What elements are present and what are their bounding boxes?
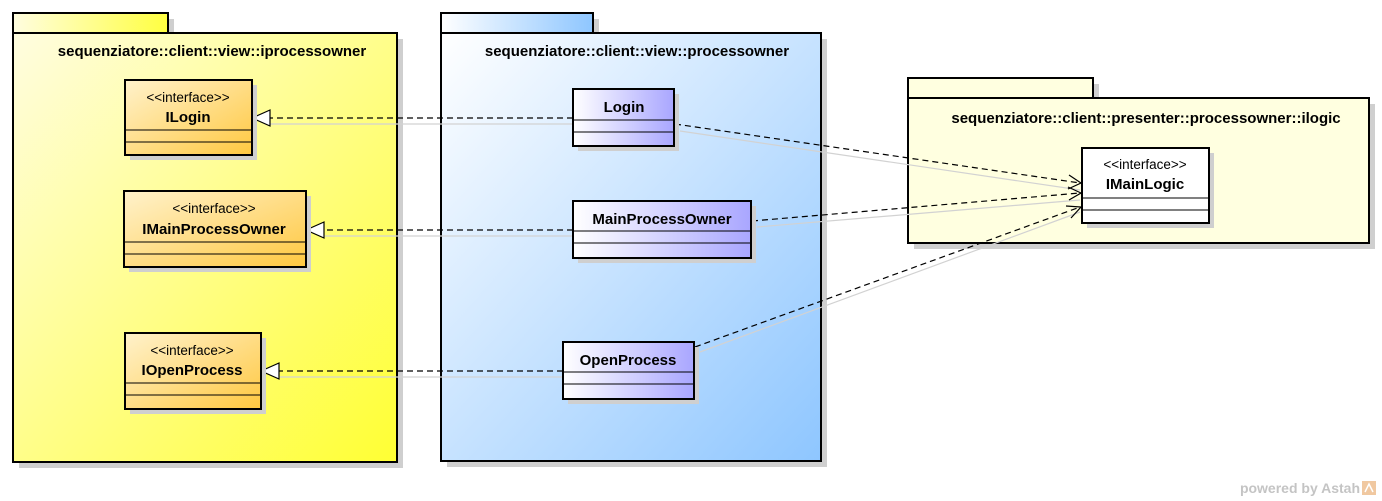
class-name-login: Login — [604, 99, 645, 116]
package-title-ilogic: sequenziatore::client::presenter::proces… — [951, 110, 1340, 127]
astah-watermark: powered by Astah — [1240, 480, 1376, 496]
realization-mainprocessowner-imainprocessowner[interactable] — [304, 221, 573, 239]
class-login[interactable]: Login — [572, 88, 679, 151]
class-imainlogic[interactable]: <<interface>> IMainLogic — [1081, 147, 1214, 228]
relation-shadows — [270, 123, 1081, 378]
stereotype-label: <<interface>> — [1103, 157, 1186, 172]
package-title-processowner: sequenziatore::client::view::processowne… — [485, 43, 789, 60]
class-name-imainprocessowner: IMainProcessOwner — [142, 221, 286, 238]
class-mainprocessowner[interactable]: MainProcessOwner — [572, 200, 756, 263]
astah-logo-mark — [1364, 482, 1374, 493]
realization-openprocess-iopenprocess[interactable] — [259, 362, 563, 380]
class-name-openprocess: OpenProcess — [580, 352, 677, 369]
class-openprocess[interactable]: OpenProcess — [562, 341, 699, 404]
realization-login-ilogin[interactable] — [250, 109, 573, 127]
class-iopenprocess[interactable]: <<interface>> IOpenProcess — [124, 332, 266, 414]
stereotype-label: <<interface>> — [150, 343, 233, 358]
watermark-text: powered by Astah — [1240, 480, 1360, 496]
class-imainprocessowner[interactable]: <<interface>> IMainProcessOwner — [123, 190, 311, 272]
class-name-mainprocessowner: MainProcessOwner — [592, 211, 731, 228]
class-ilogin[interactable]: <<interface>> ILogin — [124, 79, 257, 160]
class-name-imainlogic: IMainLogic — [1106, 176, 1184, 193]
stereotype-label: <<interface>> — [172, 201, 255, 216]
stereotype-label: <<interface>> — [146, 90, 229, 105]
package-title-iprocessowner: sequenziatore::client::view::iprocessown… — [58, 43, 367, 60]
class-name-iopenprocess: IOpenProcess — [142, 362, 243, 379]
class-name-ilogin: ILogin — [166, 109, 211, 126]
